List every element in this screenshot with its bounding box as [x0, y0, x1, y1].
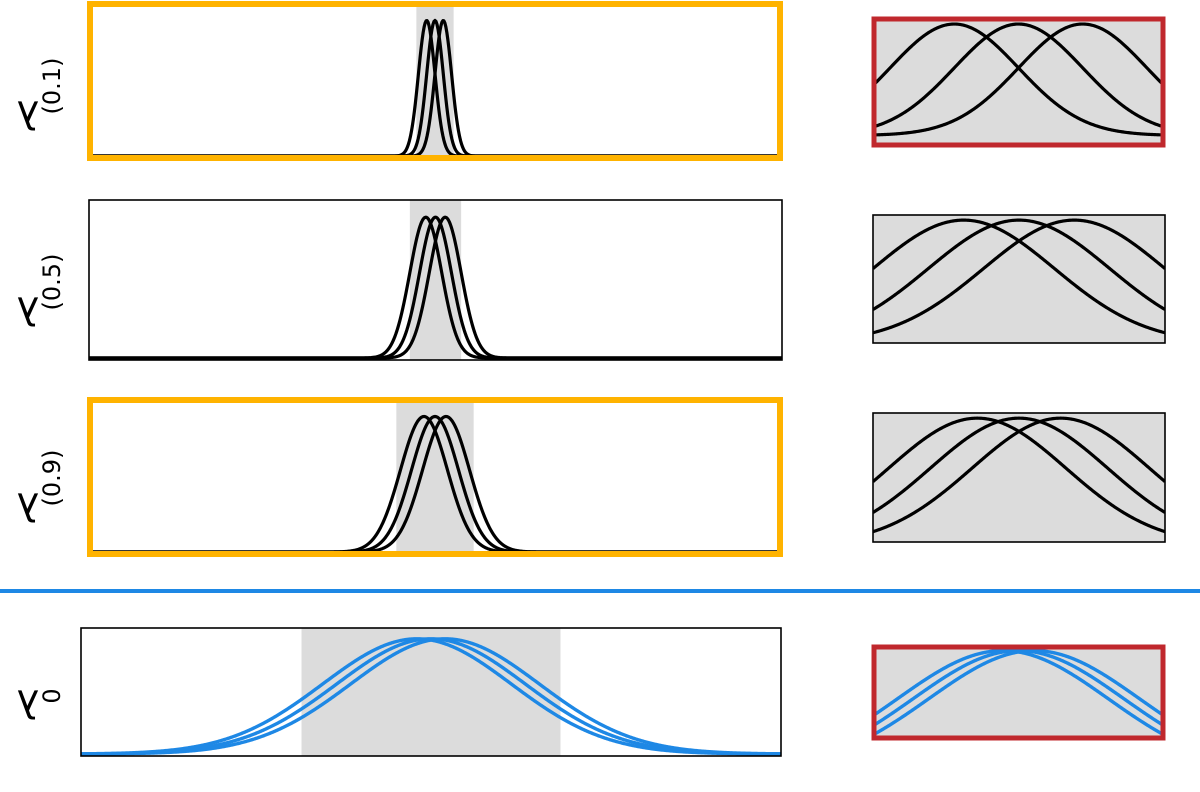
- main-panel-row-4: [80, 627, 782, 757]
- zoom-panel-row-1: [871, 16, 1166, 148]
- zoom-frame-highlight: [871, 644, 1166, 741]
- zoom-series-line-3: [874, 22, 1163, 137]
- panel-frame-highlight: [87, 1, 783, 161]
- y-label-symbol: λ: [16, 484, 40, 529]
- zoom-series-line-3: [874, 648, 1163, 736]
- zoom-series-line-2: [873, 218, 1165, 311]
- zoom-curves: [873, 416, 1165, 534]
- zoom-curves: [873, 218, 1165, 335]
- y-label-subscript: (0.9): [38, 449, 66, 507]
- zoom-curves: [874, 648, 1163, 736]
- y-label-subscript: (0.1): [38, 57, 66, 115]
- zoom-series-line-3: [873, 416, 1165, 534]
- main-panel-row-3: [87, 397, 783, 557]
- panel-frame: [88, 199, 783, 361]
- y-label-symbol: λ: [16, 92, 40, 137]
- y-label-symbol: λ: [16, 288, 40, 333]
- main-curves: [81, 637, 781, 756]
- shaded-region: [301, 628, 561, 756]
- zoom-background: [874, 647, 1163, 738]
- zoom-series-line-2: [874, 22, 1163, 129]
- zoom-series-line-3: [873, 218, 1165, 335]
- zoom-frame-highlight: [871, 16, 1166, 148]
- zoom-background: [873, 215, 1165, 343]
- main-curves: [89, 215, 782, 360]
- y-label-subscript: 0: [38, 688, 66, 704]
- zoom-frame: [872, 214, 1166, 344]
- series-line-3: [81, 637, 781, 756]
- panel-frame: [80, 627, 782, 757]
- zoom-series-line-2: [873, 416, 1165, 514]
- zoom-panel-row-2: [872, 214, 1166, 344]
- main-panel-row-2: [88, 199, 783, 361]
- zoom-panel-row-4: [871, 644, 1166, 741]
- main-panel-row-1: [87, 1, 783, 161]
- panel-frame-highlight: [87, 397, 783, 557]
- zoom-background: [874, 19, 1163, 145]
- y-label-symbol: λ: [16, 681, 40, 726]
- zoom-panel-row-3: [872, 412, 1166, 543]
- series-line-3: [89, 215, 782, 360]
- zoom-frame: [872, 412, 1166, 543]
- y-label-subscript: (0.5): [38, 253, 66, 311]
- zoom-curves: [874, 22, 1163, 137]
